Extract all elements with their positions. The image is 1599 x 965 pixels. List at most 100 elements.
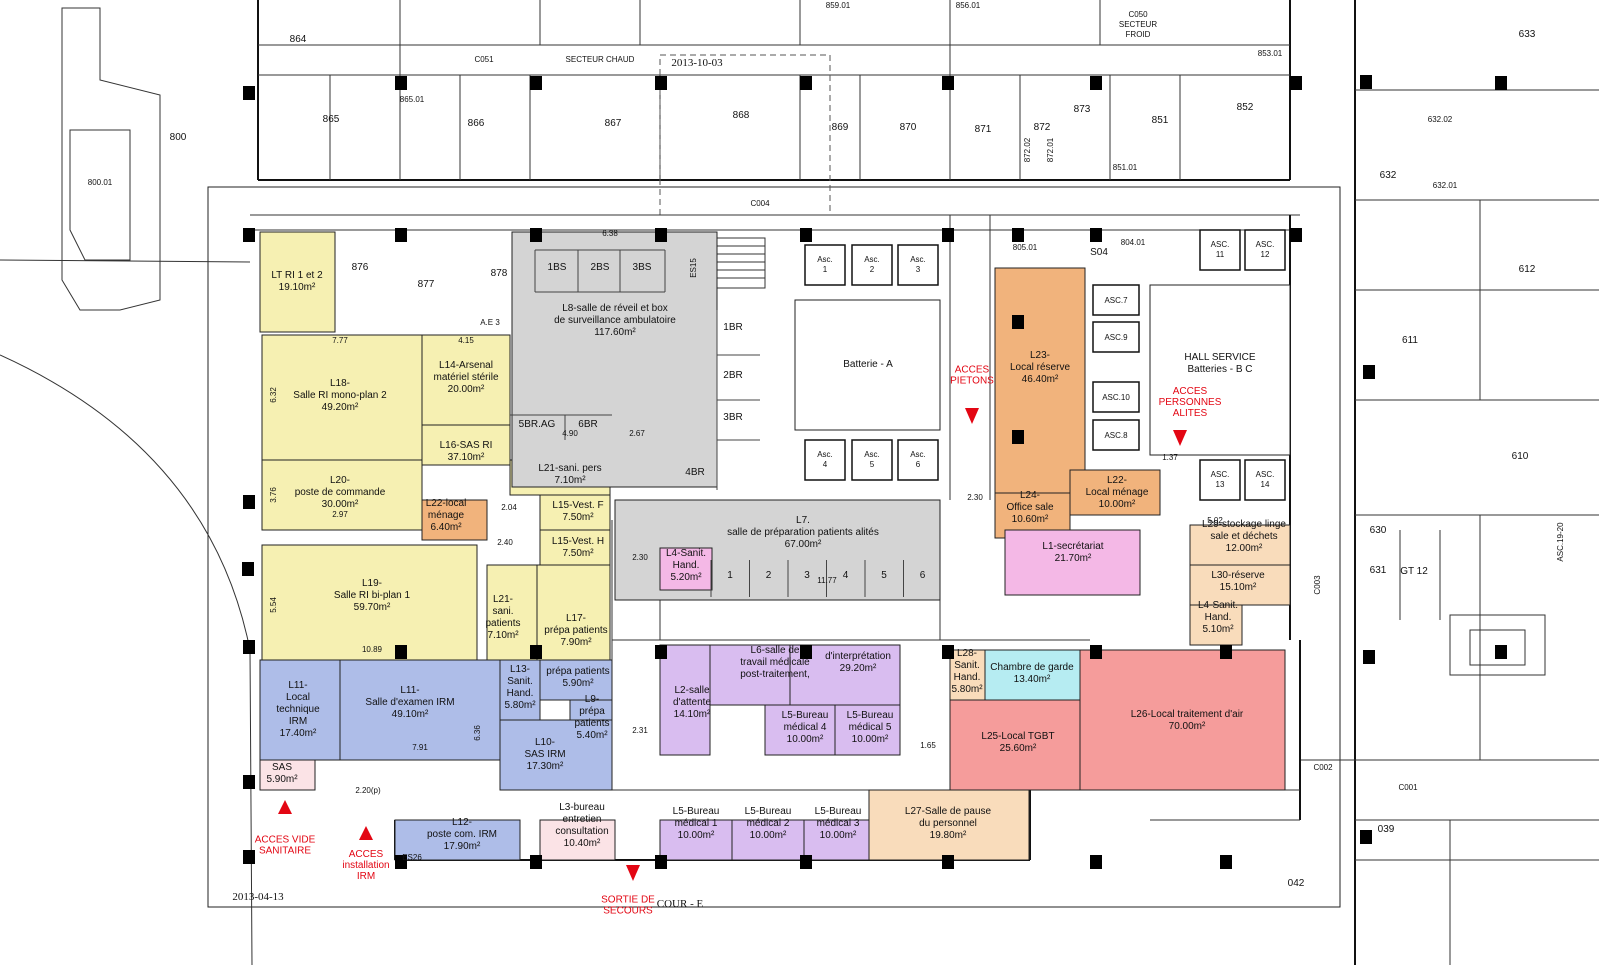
room-number: 864 [290,34,307,45]
room-number: S04 [1090,247,1108,258]
dimension-label: 6.38 [602,229,618,238]
lift [1092,321,1140,353]
pillar [942,855,954,869]
room-label-l28: L28-Sanit.Hand.5.80m² [951,648,983,695]
room-ltri [259,231,336,333]
dimension-label: 2.20(p) [355,786,381,795]
lift [804,244,846,286]
room-l20 [261,459,423,531]
recovery-box-label: 3BR [723,412,742,423]
room-number: 805.01 [1013,243,1038,252]
room-number: 872.01 [1046,137,1055,162]
room-label-batterie_a: Batterie - A [843,359,893,370]
dimension-label: 1.37 [1162,453,1178,462]
pillar [1090,76,1102,90]
pillar [1090,855,1102,869]
room-number: 632.02 [1428,115,1453,124]
pillar [243,228,255,242]
recovery-box-label: 2BS [591,262,610,273]
lift-label: ASC.10 [1102,393,1130,402]
room-l11a [259,659,341,761]
lift-label: ASC.7 [1104,296,1128,305]
recovery-box-label: 1BR [723,322,742,333]
room-l29 [1189,524,1291,566]
room-l22a [421,499,488,541]
room-l15h [539,529,611,566]
label-es26: ES26 [402,853,422,862]
structural-pillars [242,75,1507,869]
room-number: 851.01 [1113,163,1138,172]
lift [897,439,939,481]
room-l19 [261,544,478,661]
pillar [530,228,542,242]
lift-label: Asc.4 [817,450,833,469]
pillar [395,855,407,869]
pillar [1290,76,1302,90]
pillar [1495,645,1507,659]
recovery-box-label: 3BS [633,262,652,273]
lift-label: Asc.2 [864,255,880,274]
room-l1 [1004,529,1141,596]
lift [897,244,939,286]
dimension-label: 11.77 [817,576,837,585]
room-number: 853.01 [1258,49,1283,58]
lift [1244,459,1286,501]
room-l6 [709,644,791,706]
pillar [395,76,407,90]
room-number: 859.01 [826,1,851,10]
recovery-box-label: 5BR.AG [519,419,556,430]
dimension-label: 4.90 [562,429,578,438]
room-number: 876 [352,262,369,273]
lift-label: ASC.9 [1104,333,1128,342]
prep-stall-label: 2 [766,570,772,581]
room-l5b1 [659,819,733,861]
pillar [800,228,812,242]
room-l10 [499,719,613,791]
room-l27 [868,789,1030,861]
dimension-label: 1.65 [920,741,936,750]
room-l23 [994,267,1086,494]
dimension-label: 2.67 [629,429,645,438]
pillar [1360,830,1372,844]
pillar [1363,650,1375,664]
prep-stall-label: 4 [843,570,849,581]
room-number: 872.02 [1023,137,1032,162]
room-number: 869 [832,122,849,133]
pillar [800,76,812,90]
pillar [655,228,667,242]
lift [1092,381,1140,413]
room-number: GT 12 [1400,566,1428,577]
room-number: 877 [418,279,435,290]
room-number: 867 [605,118,622,129]
pillar [395,645,407,659]
lift [851,244,893,286]
lift-label: Asc.1 [817,255,833,274]
dimension-label: 2.40 [497,538,513,547]
room-number: 873 [1074,104,1091,115]
room-number: 042 [1288,878,1305,889]
pillar [1290,228,1302,242]
lift-label: ASC.12 [1256,240,1275,259]
dimension-label: 4.15 [458,336,474,345]
